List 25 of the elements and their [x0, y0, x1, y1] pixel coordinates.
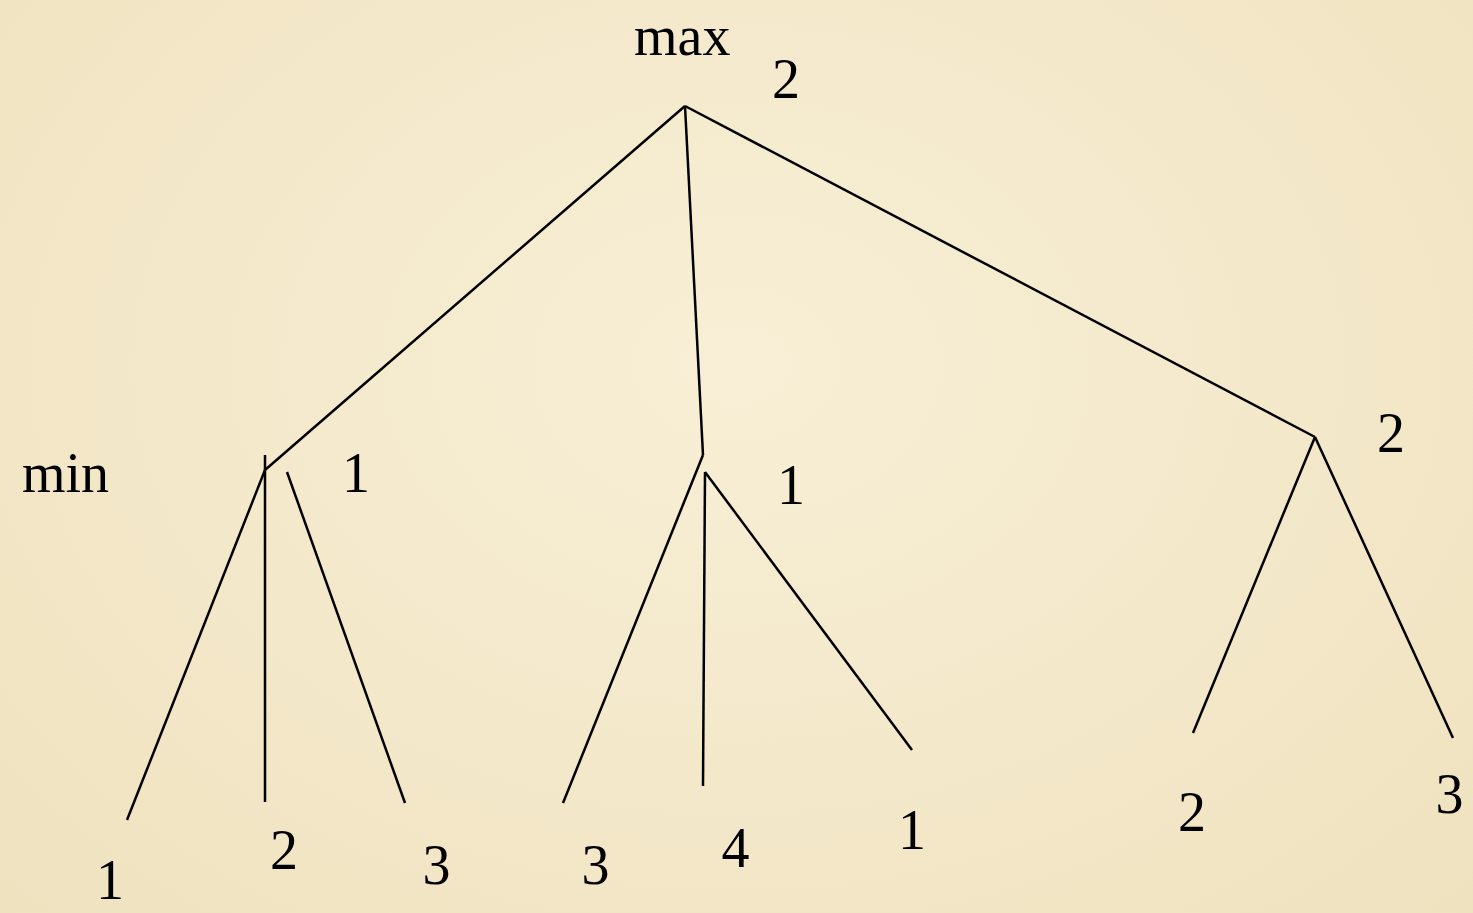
tree-branch — [125, 469, 267, 821]
leaf-value: 3 — [1434, 762, 1465, 822]
tree-branch — [1191, 436, 1317, 734]
node-value: 2 — [771, 50, 800, 107]
leaf-value: 4 — [720, 816, 751, 876]
leaf-value: 3 — [421, 833, 452, 893]
tree-branch — [263, 455, 267, 802]
leaf-value: 1 — [95, 848, 125, 908]
tree-branch — [561, 454, 705, 804]
level-label: min — [22, 445, 110, 501]
leaf-value: 3 — [580, 833, 611, 893]
tree-branch — [701, 472, 707, 786]
tree-branch — [285, 471, 407, 804]
tree-branch — [684, 104, 1316, 439]
leaf-value: 2 — [269, 818, 299, 878]
tree-branch — [264, 105, 686, 471]
tree-branch — [1313, 436, 1455, 739]
level-label: max — [634, 8, 731, 64]
node-value: 1 — [776, 454, 805, 515]
node-value: 2 — [1376, 405, 1405, 460]
leaf-value: 2 — [1177, 780, 1207, 840]
leaf-value: 1 — [897, 798, 927, 858]
node-value: 1 — [341, 445, 370, 500]
tree-branch — [704, 471, 913, 751]
tree-branch — [683, 105, 705, 456]
